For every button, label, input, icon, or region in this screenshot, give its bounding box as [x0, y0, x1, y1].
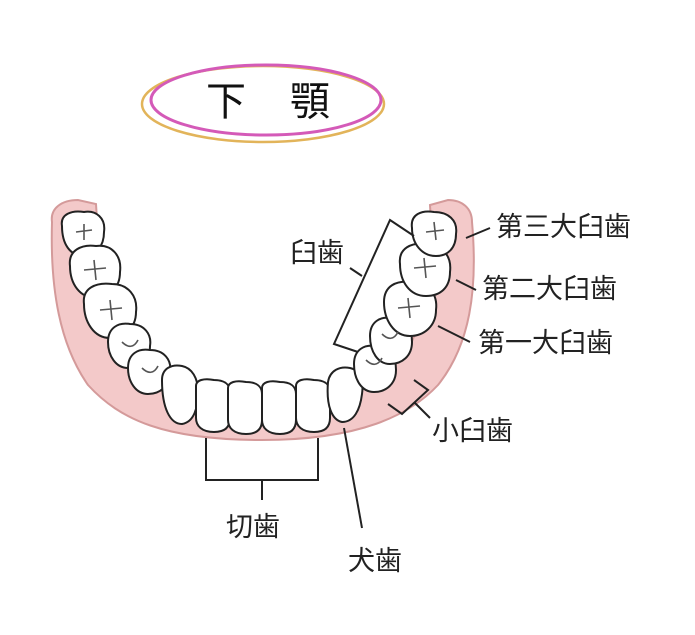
- left-molar-fissures: [75, 224, 159, 374]
- left-central-incisor: [227, 380, 263, 436]
- right-third-molar: [410, 210, 458, 258]
- left-lateral-incisor: [195, 378, 231, 434]
- third-molar-leader: [465, 227, 491, 239]
- label-incisors: 切歯: [226, 512, 280, 543]
- page-title: 下 顎: [206, 79, 332, 125]
- leader-lines: [205, 218, 491, 529]
- premolars-leader: [413, 401, 431, 419]
- right-lateral-incisor: [295, 378, 331, 434]
- label-second-molar: 第二大臼歯: [482, 274, 617, 305]
- molars-bracket: [332, 218, 415, 353]
- right-canine: [326, 366, 364, 424]
- front-teeth: [160, 364, 364, 436]
- label-molars: 臼歯: [290, 238, 344, 269]
- title-ellipse-pink: [149, 63, 383, 137]
- first-molar-leader: [437, 325, 471, 343]
- label-premolars: 小臼歯: [432, 416, 513, 447]
- label-third-molar: 第三大臼歯: [496, 212, 631, 243]
- incisors-bracket: [205, 438, 319, 481]
- right-central-incisor: [261, 380, 297, 436]
- molars-leader: [349, 267, 363, 277]
- right-molar-fissures: [365, 221, 445, 366]
- canine-leader: [343, 427, 363, 529]
- label-first-molar: 第一大臼歯: [478, 328, 613, 359]
- label-canine: 犬歯: [348, 546, 402, 577]
- second-molar-leader: [455, 279, 477, 291]
